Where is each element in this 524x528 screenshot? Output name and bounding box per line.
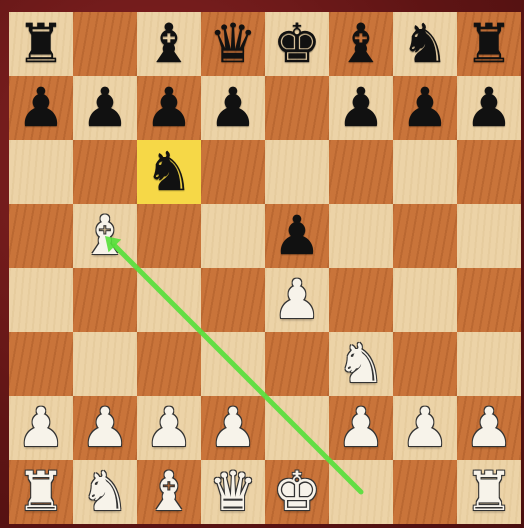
black-pawn-g7[interactable]: ♟ [401, 81, 449, 135]
black-pawn-e5[interactable]: ♟ [273, 209, 321, 263]
square-f3[interactable]: ♞ [329, 332, 393, 396]
square-b1[interactable]: ♞ [73, 460, 137, 524]
square-c8[interactable]: ♝ [137, 12, 201, 76]
square-g1[interactable] [393, 460, 457, 524]
square-e6[interactable] [265, 140, 329, 204]
square-g3[interactable] [393, 332, 457, 396]
square-d6[interactable] [201, 140, 265, 204]
square-g6[interactable] [393, 140, 457, 204]
square-g5[interactable] [393, 204, 457, 268]
chess-board: ♜ ♝ ♛ ♚ ♝ ♞ ♜ ♟ ♟ ♟ ♟ ♟ ♟ ♟ ♞ ♝ ♟ ♟ ♞ ♟ ♟ ♟ ♟ ♟ ♟ ♟ ♜ ♞ ♝ ♛ ♚ ♜ [9, 12, 521, 524]
white-rook-a1[interactable]: ♜ [17, 465, 65, 519]
square-g2[interactable]: ♟ [393, 396, 457, 460]
white-pawn-h2[interactable]: ♟ [465, 401, 513, 455]
square-e4[interactable]: ♟ [265, 268, 329, 332]
square-h4[interactable] [457, 268, 521, 332]
square-f8[interactable]: ♝ [329, 12, 393, 76]
square-h6[interactable] [457, 140, 521, 204]
black-pawn-h7[interactable]: ♟ [465, 81, 513, 135]
white-bishop-b5[interactable]: ♝ [81, 209, 129, 263]
square-c6[interactable]: ♞ [137, 140, 201, 204]
white-pawn-a2[interactable]: ♟ [17, 401, 65, 455]
square-a1[interactable]: ♜ [9, 460, 73, 524]
square-a3[interactable] [9, 332, 73, 396]
square-c5[interactable] [137, 204, 201, 268]
black-pawn-c7[interactable]: ♟ [145, 81, 193, 135]
square-d7[interactable]: ♟ [201, 76, 265, 140]
square-b6[interactable] [73, 140, 137, 204]
square-a4[interactable] [9, 268, 73, 332]
square-c4[interactable] [137, 268, 201, 332]
square-b3[interactable] [73, 332, 137, 396]
white-rook-h1[interactable]: ♜ [465, 465, 513, 519]
square-h5[interactable] [457, 204, 521, 268]
square-e8[interactable]: ♚ [265, 12, 329, 76]
square-h8[interactable]: ♜ [457, 12, 521, 76]
black-pawn-b7[interactable]: ♟ [81, 81, 129, 135]
black-knight-c6[interactable]: ♞ [145, 145, 193, 199]
square-b4[interactable] [73, 268, 137, 332]
square-f5[interactable] [329, 204, 393, 268]
square-e2[interactable] [265, 396, 329, 460]
black-bishop-f8[interactable]: ♝ [337, 17, 385, 71]
square-c1[interactable]: ♝ [137, 460, 201, 524]
white-pawn-f2[interactable]: ♟ [337, 401, 385, 455]
square-e5[interactable]: ♟ [265, 204, 329, 268]
square-f1[interactable] [329, 460, 393, 524]
black-pawn-f7[interactable]: ♟ [337, 81, 385, 135]
white-queen-d1[interactable]: ♛ [209, 465, 257, 519]
square-a7[interactable]: ♟ [9, 76, 73, 140]
square-g8[interactable]: ♞ [393, 12, 457, 76]
square-g4[interactable] [393, 268, 457, 332]
square-e7[interactable] [265, 76, 329, 140]
black-pawn-d7[interactable]: ♟ [209, 81, 257, 135]
square-d4[interactable] [201, 268, 265, 332]
square-b7[interactable]: ♟ [73, 76, 137, 140]
black-pawn-a7[interactable]: ♟ [17, 81, 65, 135]
white-knight-f3[interactable]: ♞ [337, 337, 385, 391]
square-f7[interactable]: ♟ [329, 76, 393, 140]
white-pawn-g2[interactable]: ♟ [401, 401, 449, 455]
square-h3[interactable] [457, 332, 521, 396]
square-h1[interactable]: ♜ [457, 460, 521, 524]
white-pawn-c2[interactable]: ♟ [145, 401, 193, 455]
square-g7[interactable]: ♟ [393, 76, 457, 140]
white-pawn-b2[interactable]: ♟ [81, 401, 129, 455]
white-pawn-d2[interactable]: ♟ [209, 401, 257, 455]
black-rook-a8[interactable]: ♜ [17, 17, 65, 71]
square-a6[interactable] [9, 140, 73, 204]
black-queen-d8[interactable]: ♛ [209, 17, 257, 71]
square-c3[interactable] [137, 332, 201, 396]
square-d1[interactable]: ♛ [201, 460, 265, 524]
square-h2[interactable]: ♟ [457, 396, 521, 460]
square-d8[interactable]: ♛ [201, 12, 265, 76]
square-d5[interactable] [201, 204, 265, 268]
square-a5[interactable] [9, 204, 73, 268]
white-knight-b1[interactable]: ♞ [81, 465, 129, 519]
square-b5[interactable]: ♝ [73, 204, 137, 268]
square-e1[interactable]: ♚ [265, 460, 329, 524]
square-b2[interactable]: ♟ [73, 396, 137, 460]
square-e3[interactable] [265, 332, 329, 396]
square-d2[interactable]: ♟ [201, 396, 265, 460]
square-c7[interactable]: ♟ [137, 76, 201, 140]
white-king-e1[interactable]: ♚ [273, 465, 321, 519]
black-rook-h8[interactable]: ♜ [465, 17, 513, 71]
square-f4[interactable] [329, 268, 393, 332]
square-h7[interactable]: ♟ [457, 76, 521, 140]
black-king-e8[interactable]: ♚ [273, 17, 321, 71]
square-a2[interactable]: ♟ [9, 396, 73, 460]
black-knight-g8[interactable]: ♞ [401, 17, 449, 71]
square-d3[interactable] [201, 332, 265, 396]
white-bishop-c1[interactable]: ♝ [145, 465, 193, 519]
square-b8[interactable] [73, 12, 137, 76]
white-pawn-e4[interactable]: ♟ [273, 273, 321, 327]
square-f2[interactable]: ♟ [329, 396, 393, 460]
square-a8[interactable]: ♜ [9, 12, 73, 76]
square-f6[interactable] [329, 140, 393, 204]
square-c2[interactable]: ♟ [137, 396, 201, 460]
black-bishop-c8[interactable]: ♝ [145, 17, 193, 71]
